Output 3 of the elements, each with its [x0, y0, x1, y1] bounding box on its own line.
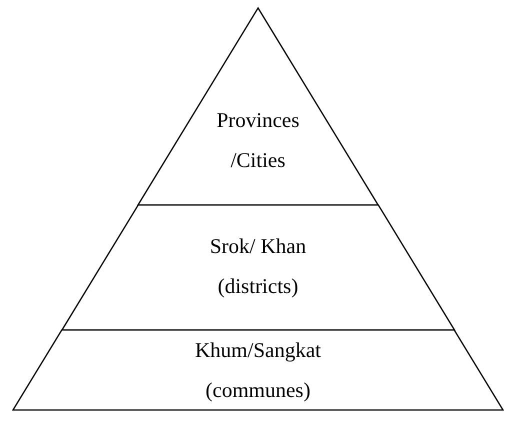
tier-label: Srok/ Khan (districts)	[208, 233, 308, 300]
tier-label: Provinces /Cities	[216, 107, 300, 174]
tier-label: Khum/Sangkat (communes)	[194, 337, 322, 404]
